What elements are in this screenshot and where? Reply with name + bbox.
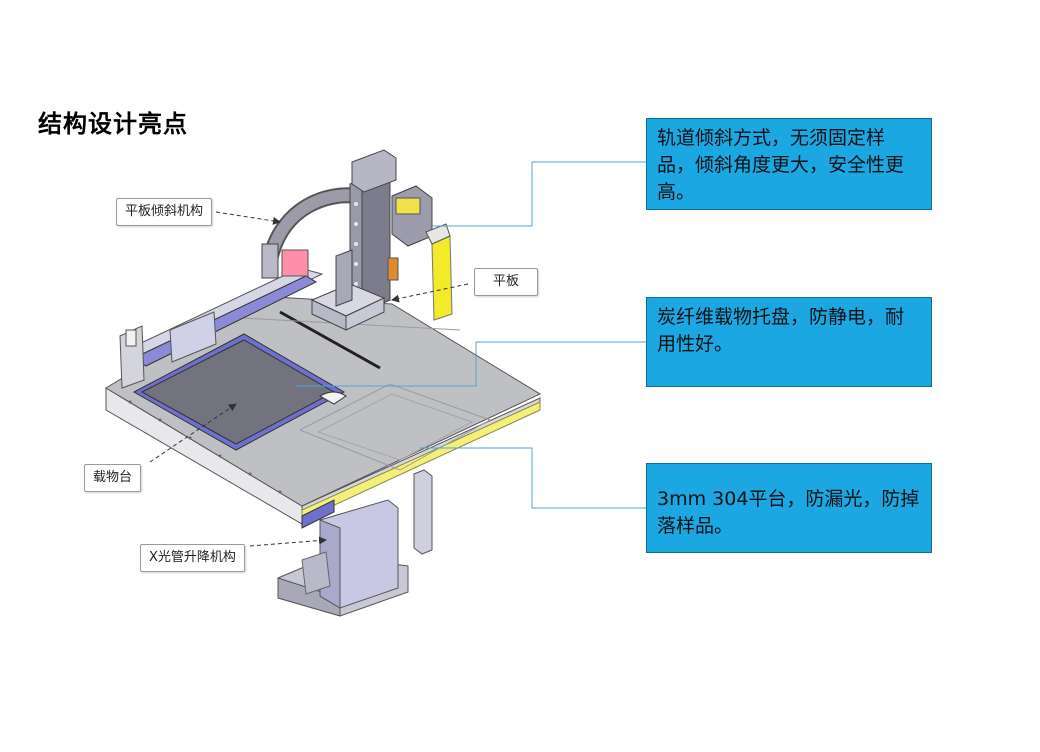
label-flat-plate: 平板 bbox=[474, 268, 538, 296]
callout-rail-tilt: 轨道倾斜方式，无须固定样品，倾斜角度更大，安全性更高。 bbox=[646, 118, 932, 210]
arrow-xray bbox=[249, 536, 327, 547]
pedestal-base bbox=[277, 469, 433, 617]
connector-steel-platform bbox=[420, 447, 646, 509]
label-stage: 载物台 bbox=[84, 464, 142, 492]
arrow-plate bbox=[391, 283, 469, 303]
connector-rail-tilt bbox=[432, 161, 646, 227]
tilt-arc bbox=[261, 187, 358, 279]
carbon-tray bbox=[132, 333, 347, 451]
callout-steel-platform: 3mm 304平台，防漏光，防掉落样品。 bbox=[646, 463, 932, 553]
left-rail bbox=[119, 267, 324, 389]
arrow-tilt bbox=[215, 211, 281, 225]
callout-carbon-tray: 炭纤维载物托盘，防静电，耐用性好。 bbox=[646, 297, 932, 387]
label-xray-lift: X光管升降机构 bbox=[140, 544, 245, 572]
connector-carbon-tray bbox=[296, 341, 646, 387]
vertical-column bbox=[310, 149, 453, 331]
arrow-stage bbox=[149, 403, 237, 463]
label-tilt-mechanism: 平板倾斜机构 bbox=[116, 198, 213, 226]
page-title: 结构设计亮点 bbox=[38, 109, 188, 138]
